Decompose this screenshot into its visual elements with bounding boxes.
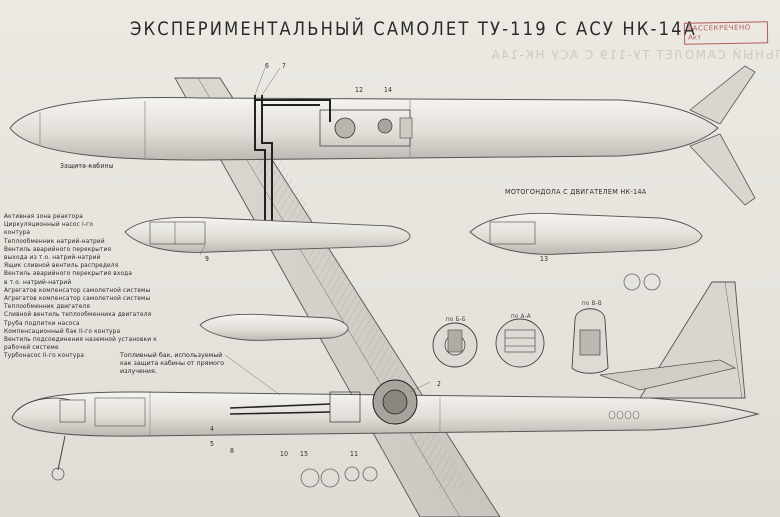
callout-4: 4: [210, 425, 215, 433]
drawing-title: ЭКСПЕРИМЕНТАЛЬНЫЙ САМОЛЕТ ТУ-119 С АСУ Н…: [130, 18, 697, 40]
plan-view-fuselage: [9, 65, 756, 206]
legend-item: рабочей системе: [4, 344, 59, 352]
legend-item: Компенсационный бак II-го контура: [4, 327, 121, 335]
callout-8: 8: [230, 447, 235, 455]
fuel-tank-note: Топливный бак, используемый как защита к…: [120, 352, 230, 376]
callout-10: 10: [280, 450, 289, 458]
legend-item: Активная зона реактора: [4, 213, 83, 220]
callout-11: 11: [350, 450, 359, 458]
legend-item: выхода из т.о. натрий-натрий: [4, 254, 101, 262]
section-vv-label: по В-В: [582, 300, 602, 307]
legend-item: Агрегатов компенсатор самолетной системы: [4, 295, 151, 303]
landing-wheels-top: [623, 273, 661, 291]
fuel-note-line: как защита кабины от прямого: [120, 360, 225, 367]
legend-item: Турбонасос II-го контура: [4, 352, 85, 360]
legend-item: Вентиль аварийного перекрытия входа: [4, 270, 133, 278]
cross-sections: [432, 308, 609, 374]
legend-item: Агрегатов компенсатор самолетной системы: [4, 286, 151, 294]
legend-item: Труба подпитки насоса: [4, 319, 80, 327]
legend-item: Сливной вентиль теплообменника двигателя: [4, 311, 152, 319]
section-aa-label: по А-А: [511, 313, 531, 320]
legend-item: контура: [4, 229, 31, 237]
callout-14: 14: [384, 86, 393, 94]
legend-item: Вентиль подсоединения наземной установки…: [4, 336, 157, 344]
right-nacelle-detail: [469, 212, 703, 255]
outboard-pod: [199, 313, 349, 341]
callout-7: 7: [282, 62, 287, 70]
legend-item: Вентиль аварийного перекрытия: [4, 245, 112, 253]
callout-2: 2: [437, 380, 442, 388]
legend-item: Теплообменник двигателя: [4, 303, 91, 311]
legend-item: Теплообменник натрий-натрий: [4, 237, 105, 245]
legend-item: в т.о. натрий-натрий: [4, 278, 72, 286]
nacelle-label: МОТОГОНДОЛА С ДВИГАТЕЛЕМ НК-14А: [505, 188, 647, 196]
fuel-note-line: излучения.: [120, 368, 157, 375]
legend-item: Ящик сливной вентиль распределя: [4, 262, 119, 270]
callout-9: 9: [205, 255, 210, 263]
bleed-through-text: ЭКСПЕРИМЕНТАЛЬНЫЙ САМОЛЕТ ТУ-119 С АСУ Н…: [490, 48, 780, 62]
callout-5: 5: [210, 440, 215, 448]
cabin-protection-label: Защита кабины: [60, 162, 114, 170]
fuel-note-line: Топливный бак, используемый: [120, 352, 223, 359]
leader-lines: [70, 67, 431, 396]
callout-15: 15: [300, 450, 309, 458]
callout-6: 6: [265, 62, 270, 70]
left-nacelle: [124, 216, 411, 253]
callout-13: 13: [540, 255, 549, 263]
section-bb-label: по Б-Б: [446, 316, 466, 323]
component-legend: Активная зона реактора Циркуляционный на…: [4, 213, 204, 361]
callout-12: 12: [355, 86, 364, 94]
side-view-fuselage: [11, 281, 760, 488]
legend-item: Циркуляционный насос I-го: [4, 221, 94, 229]
